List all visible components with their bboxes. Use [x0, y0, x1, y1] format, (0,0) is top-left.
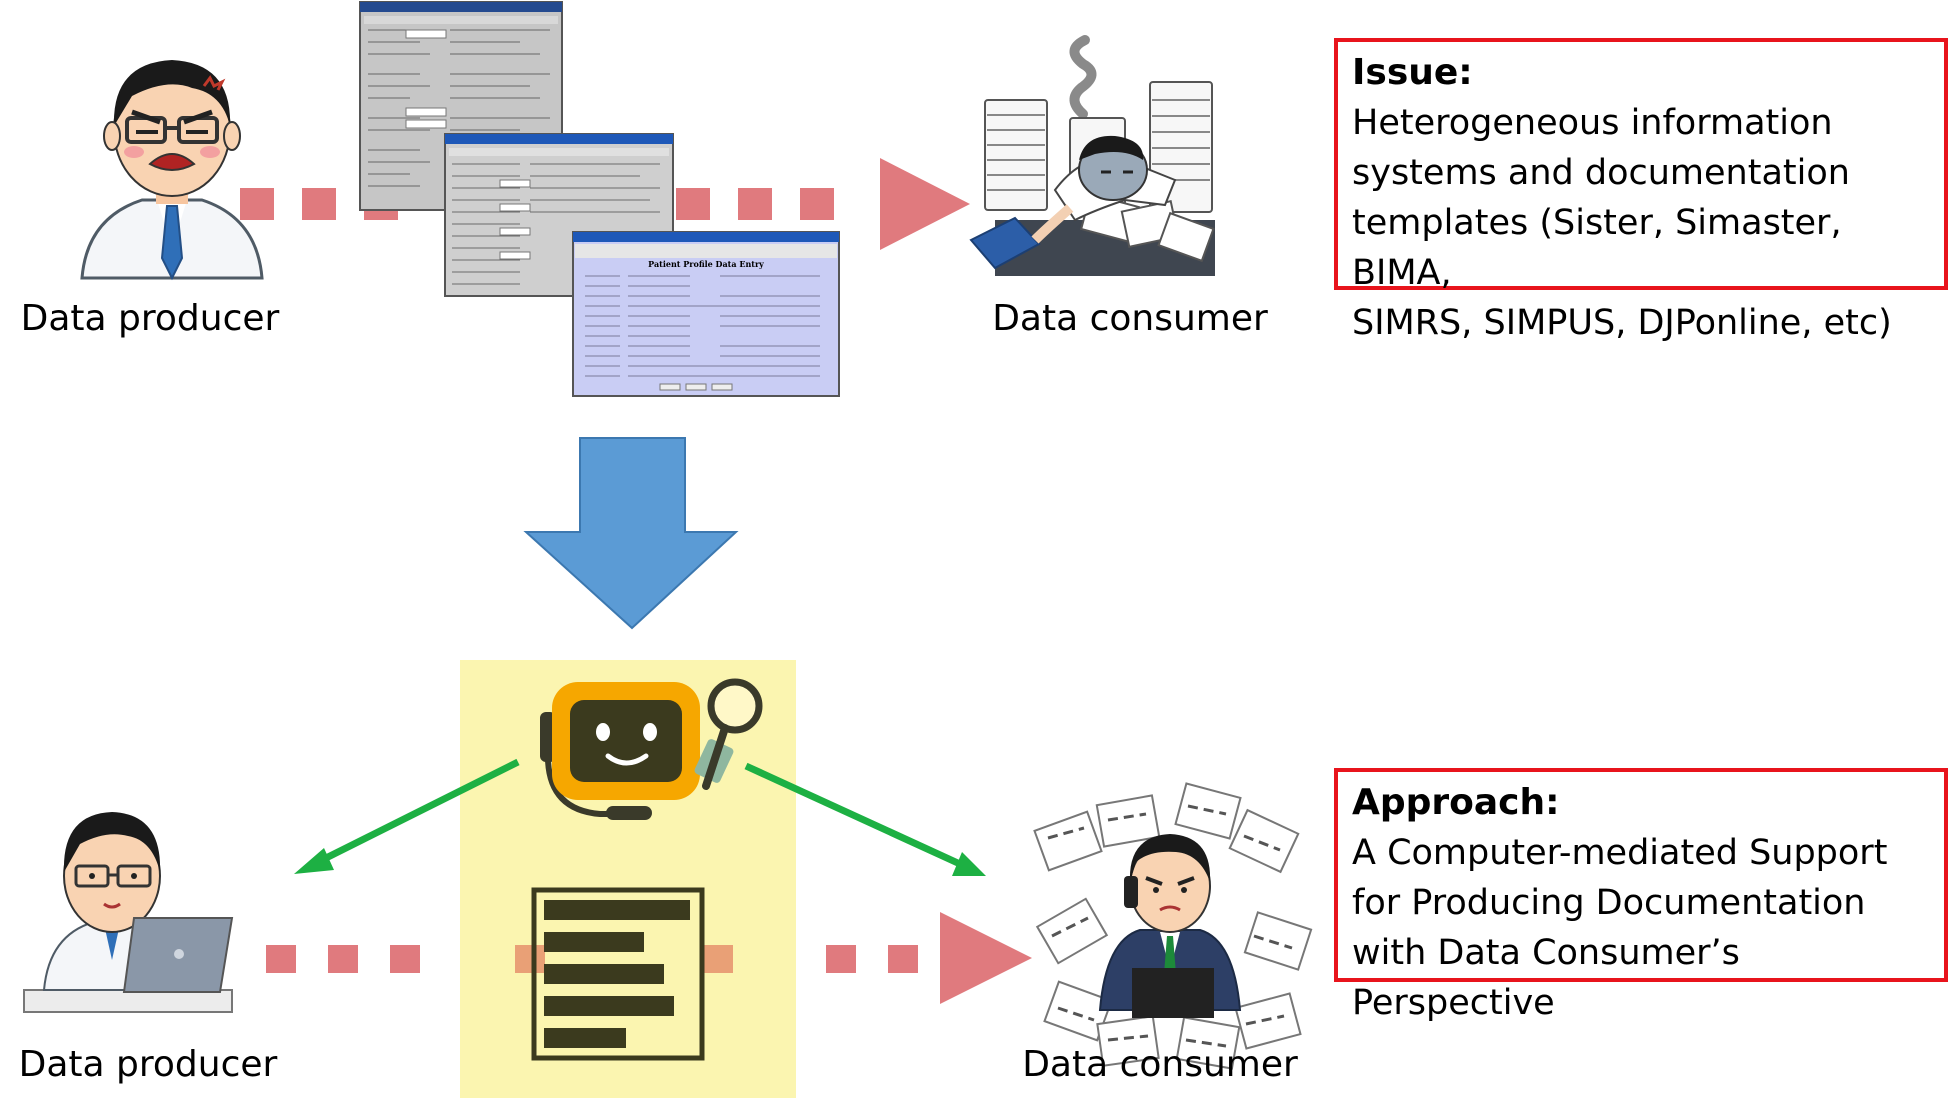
issue-line: systems and documentation — [1352, 153, 1850, 193]
approach-line: with Data Consumer’s Perspective — [1352, 933, 1740, 1023]
legacy-form-screenshots: Patient Profile Data Entry — [359, 1, 840, 397]
issue-line: SIMRS, SIMPUS, DJPonline, etc) — [1352, 303, 1892, 343]
producer-at-laptop-illustration — [23, 812, 234, 1013]
form-window-title: Patient Profile Data Entry — [648, 259, 764, 269]
issue-box: Issue: Heterogeneous information systems… — [1334, 38, 1948, 343]
approach-title: Approach: — [1352, 782, 1560, 823]
robot-assistant-icon — [540, 678, 763, 820]
bottom-flow-arrow — [266, 912, 1032, 1004]
document-template-icon — [531, 887, 705, 1061]
issue-line: Heterogeneous information — [1352, 103, 1833, 143]
angry-producer-illustration — [80, 60, 264, 281]
top-consumer-label: Data consumer — [992, 298, 1268, 339]
approach-line: for Producing Documentation — [1352, 883, 1866, 923]
transition-down-arrow — [523, 437, 739, 630]
approach-box: Approach: A Computer-mediated Support fo… — [1334, 768, 1948, 1023]
bottom-consumer-label: Data consumer — [1022, 1044, 1298, 1085]
overwhelmed-consumer-illustration — [969, 35, 1215, 276]
busy-consumer-illustration — [1033, 782, 1313, 1070]
top-flow-arrow — [240, 158, 970, 250]
form-window-2 — [444, 133, 674, 297]
top-producer-label: Data producer — [21, 298, 280, 339]
green-arrow-to-producer — [294, 758, 520, 874]
green-arrow-to-consumer — [744, 762, 986, 876]
form-window-3: Patient Profile Data Entry — [572, 231, 840, 397]
approach-line: A Computer-mediated Support — [1352, 833, 1888, 873]
issue-title: Issue: — [1352, 52, 1473, 93]
bottom-producer-label: Data producer — [19, 1044, 278, 1085]
issue-line: templates (Sister, Simaster, BIMA, — [1352, 203, 1842, 293]
